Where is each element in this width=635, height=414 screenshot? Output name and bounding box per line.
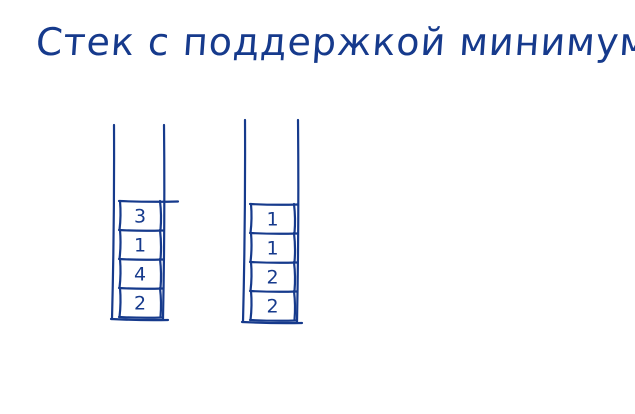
min-stack-cell-inner-right [292,231,297,264]
main-stack-cell-separator [117,228,165,232]
min-stack-cell-value: 2 [266,296,278,318]
main-stack-cell-inner-right [158,228,163,261]
main-stack-cell-inner-left [118,228,122,261]
min-stack-cell-separator [248,202,300,206]
main-stack-cell-inner-left [118,199,122,232]
min-stack-cell-value: 1 [266,238,278,260]
min-stack-bottom [240,320,304,325]
min-stack-cell-separator [248,289,299,293]
main-stack-cell-value: 3 [134,206,146,228]
main-stack-cell-inner-right [158,257,163,290]
min-stack-cell-separator [248,231,299,235]
min-stack-cell-inner-left [249,260,253,293]
main-stack-cell-separator [117,199,180,203]
min-stack-cell-inner-right [292,260,297,293]
main-stack-cell-inner-left [118,286,122,319]
min-stack-left-wall [241,118,247,324]
min-stack-cell-value: 1 [266,209,278,231]
main-stack-cell-value: 1 [134,235,146,257]
min-stack-cell-value: 2 [266,267,278,289]
main-stack-bottom [109,317,170,322]
min-stack-right-wall [295,118,300,324]
min-stack-cell-inner-right [292,289,297,322]
min-stack-cell-separator [248,260,299,264]
main-stack-cell-value: 4 [134,264,146,286]
main-stack-cell-separator [117,315,165,319]
main-stack-cell-separator [117,257,165,261]
min-stack-cell-inner-left [249,231,253,264]
min-stack-cell-separator [248,318,299,322]
min-stack-cell-inner-right [292,202,297,235]
main-stack-cell-inner-right [158,286,163,319]
main-stack-cell-inner-left [118,257,122,290]
main-stack-cell-value: 2 [134,293,146,315]
min-stack-cell-inner-left [249,289,253,322]
min-stack-cell-inner-left [249,202,253,235]
main-stack-cell-separator [117,286,165,290]
main-stack-left-wall [110,123,116,321]
main-stack-cell-inner-right [158,199,163,232]
main-stack-right-wall [161,123,166,321]
